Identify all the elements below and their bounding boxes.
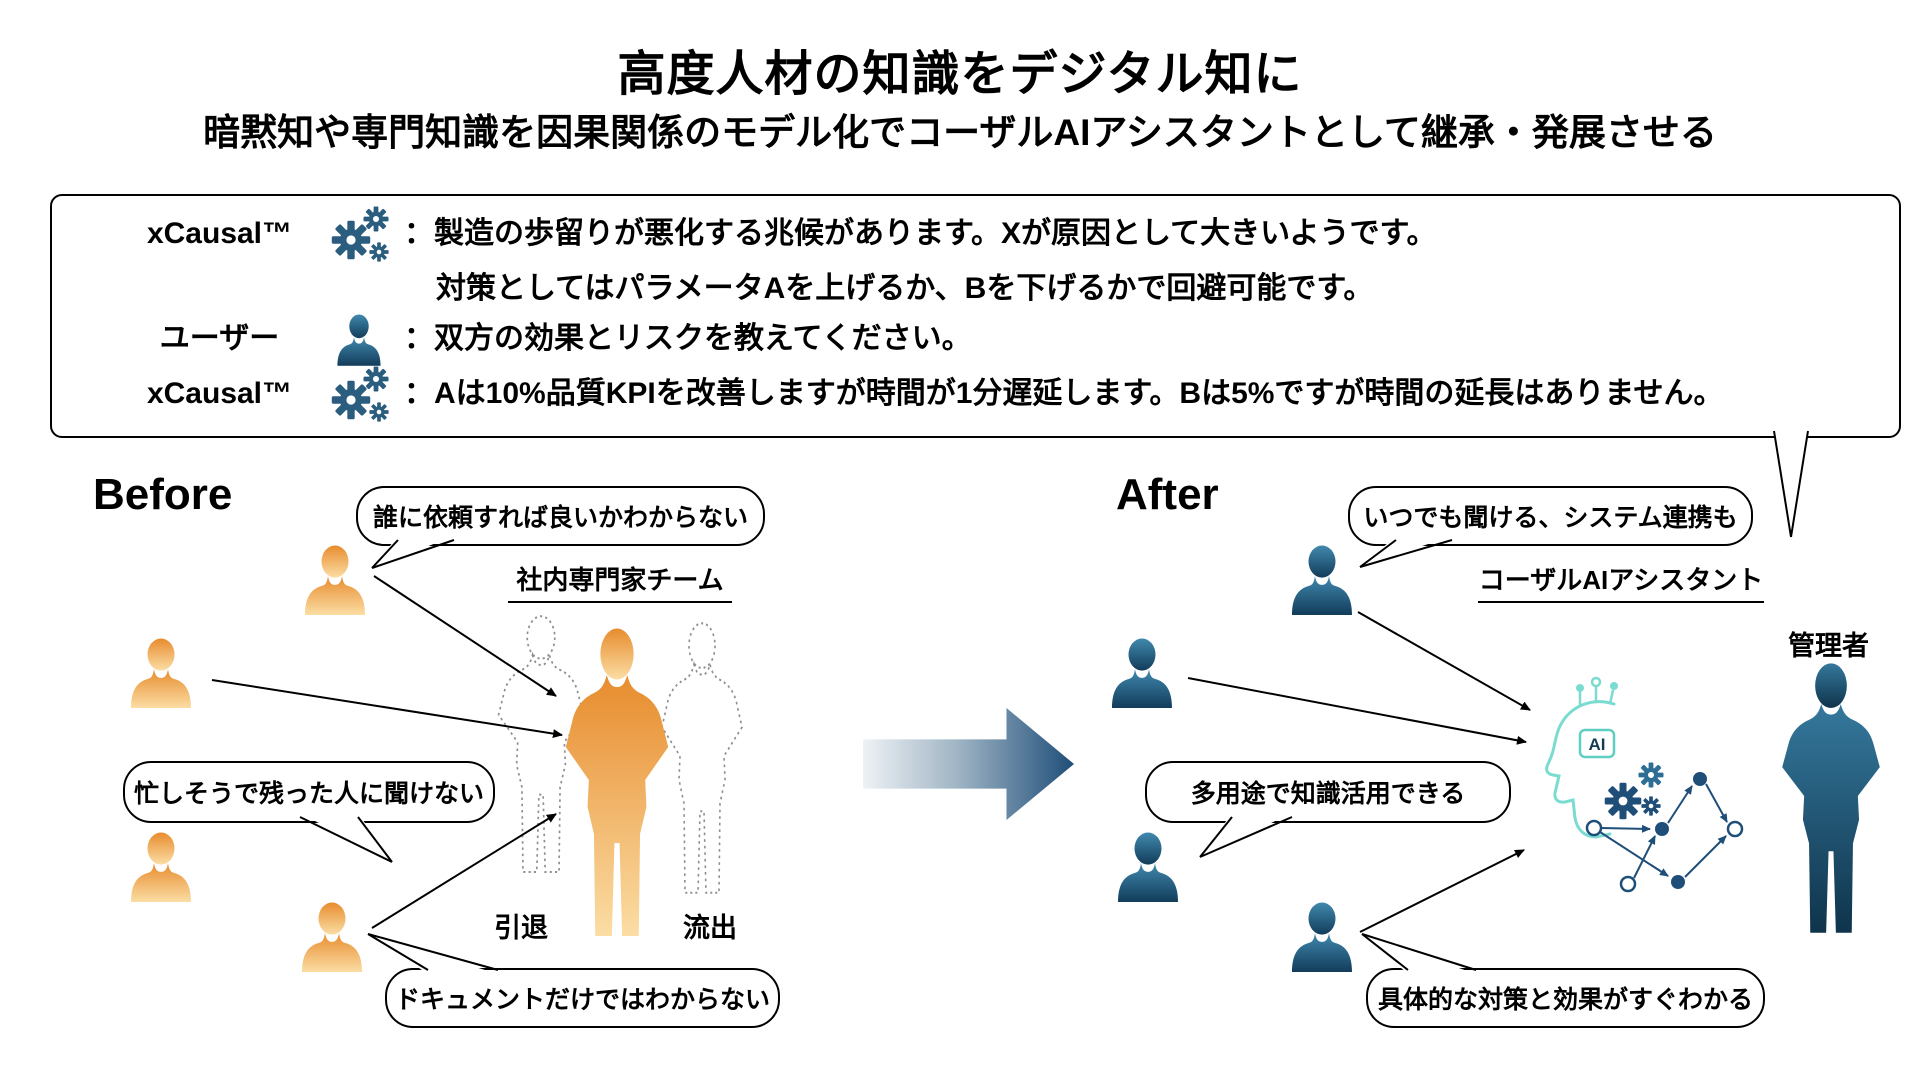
manager-label: 管理者: [1788, 631, 1869, 661]
leaving-expert-outline: [660, 622, 744, 894]
retired-label: 引退: [494, 913, 548, 943]
person-icon-before-2: [131, 638, 191, 708]
person-icon-after-3: [1118, 832, 1178, 902]
before-label: Before: [93, 470, 233, 519]
retired-expert-outline: [497, 615, 585, 874]
remaining-expert-figure: [565, 628, 669, 936]
ai-assistant-graphic: AI: [1545, 676, 1744, 893]
bubble-after-top: いつでも聞ける、システム連携も: [1348, 486, 1753, 546]
person-icon-after-1: [1292, 545, 1352, 615]
chat-text: ：製造の歩留りが悪化する兆候があります。Xが原因として大きいようです。: [404, 217, 1437, 250]
circuit-nodes-icon: [1576, 676, 1618, 706]
bubble-before-mid: 忙しそうで残った人に聞けない: [123, 761, 495, 823]
person-icon: [336, 314, 402, 370]
chat-text: 対策としてはパラメータAを上げるか、Bを下げるかで回避可能です。: [436, 272, 1374, 305]
chat-row: ユーザー ：双方の効果とリスクを教えてください。: [52, 317, 1899, 361]
gear-icon: [1638, 762, 1664, 788]
chat-row: 対策としてはパラメータAを上げるか、Bを下げるかで回避可能です。: [52, 267, 1899, 311]
chat-row: xCausal™ ：製造の歩留りが悪化する兆候があります。Xが原因として大きいよ…: [52, 206, 1899, 262]
causal-ai-assistant-label: コーザルAIアシスタント: [1478, 560, 1764, 603]
person-icon-after-2: [1112, 638, 1172, 708]
ai-chip: [1578, 728, 1616, 759]
gear-icon: [1641, 796, 1661, 816]
bubble-before-top: 誰に依頼すれば良いかわからない: [356, 486, 765, 546]
person-icon-before-4: [302, 902, 362, 972]
person-icon-before-3: [131, 832, 191, 902]
ai-head-outline: [1545, 700, 1616, 839]
chat-speaker-xcausal: xCausal™: [146, 217, 293, 250]
chat-text: ：Aは10%品質KPIを改善しますが時間が1分遅延します。Bは5%ですが時間の延…: [404, 377, 1724, 410]
bubble-after-bottom: 具体的な対策と効果がすぐわかる: [1366, 968, 1765, 1028]
gears-icon: [328, 366, 394, 422]
bubble-after-mid: 多用途で知識活用できる: [1145, 761, 1511, 823]
chat-speaker-xcausal: xCausal™: [146, 377, 293, 410]
manager-figure: [1782, 663, 1880, 933]
person-icon-after-4: [1292, 902, 1352, 972]
gear-icon: [1604, 782, 1642, 820]
person-icon-before-1: [305, 545, 365, 615]
after-label: After: [1116, 470, 1219, 519]
chatbox-callout-tail: [1773, 429, 1809, 538]
before-after-transition-arrow: [863, 708, 1074, 820]
bubble-before-bottom: ドキュメントだけではわからない: [385, 968, 780, 1028]
page-title: 高度人材の知識をデジタル知に: [617, 48, 1303, 101]
page-subtitle: 暗黙知や専門知識を因果関係のモデル化でコーザルAIアシスタントとして継承・発展さ…: [203, 112, 1717, 153]
causal-network-graph: [1585, 772, 1744, 893]
chat-row: xCausal™ ：Aは10%品質KPIを改善しますが時間が1分遅延します。Bは…: [52, 366, 1899, 422]
gears-icon: [328, 206, 394, 262]
ai-chip-label: AI: [1589, 735, 1606, 754]
leaving-label: 流出: [683, 913, 737, 943]
request-arrows-before: [211, 575, 563, 929]
chat-speaker-user: ユーザー: [159, 322, 280, 355]
chat-transcript-box: xCausal™ ：製造の歩留りが悪化する兆候があります。Xが原因として大きいよ…: [50, 194, 1901, 438]
chat-text: ：双方の効果とリスクを教えてください。: [404, 322, 972, 355]
expert-team-label: 社内専門家チーム: [508, 560, 732, 603]
